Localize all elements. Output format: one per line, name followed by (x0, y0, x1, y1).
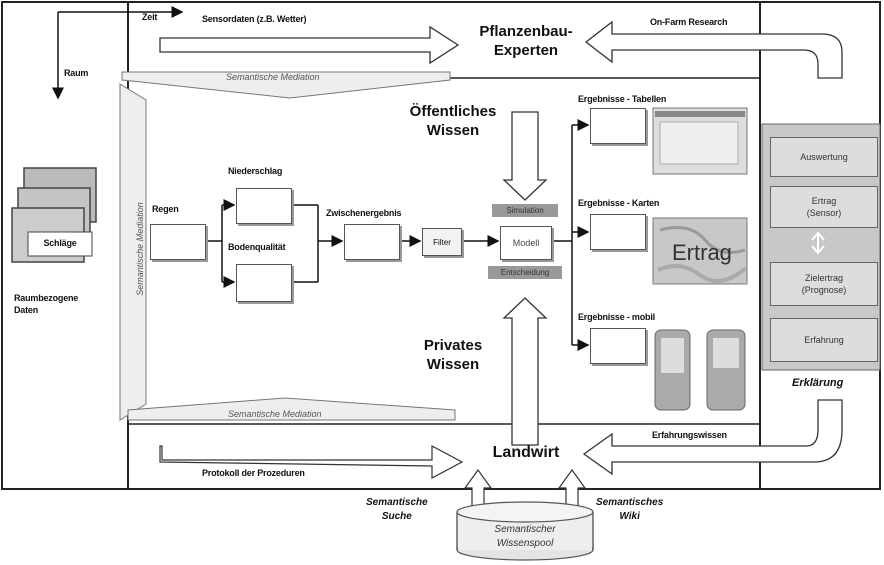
on-farm-arrow (584, 20, 843, 79)
mobil-label: Ergebnisse - mobil (578, 312, 655, 322)
niederschlag-label: Niederschlag (228, 166, 283, 176)
raum-label: Raum (64, 68, 89, 78)
mediation-top-banner (121, 71, 451, 99)
mediation-side-label: Semantische Mediation (135, 202, 145, 296)
zwischenergebnis-label: Zwischenergebnis (326, 208, 402, 218)
semantisches-wiki-label: Semantisches Wiki (596, 497, 664, 522)
simulation-badge: Simulation (492, 204, 558, 217)
mediation-top-label: Semantische Mediation (226, 72, 320, 82)
mobil-box (590, 328, 646, 364)
mediation-bottom-banner (127, 397, 456, 421)
privat-label: Privates Wissen (423, 337, 483, 373)
raumdaten-caption: Raumbezogene Daten (14, 293, 79, 315)
wissenspool-cylinder (456, 501, 594, 523)
erfahrungswissen-label: Erfahrungswissen (652, 430, 727, 440)
bodenqualitaet-box (236, 264, 292, 302)
niederschlag-box (236, 188, 292, 224)
tabellen-label: Ergebnisse - Tabellen (578, 94, 667, 104)
on-farm-label: On-Farm Research (650, 17, 728, 27)
sidebar-item-auswertung: Auswertung (770, 137, 878, 177)
ertrag-map-label: Ertrag (672, 240, 732, 265)
karten-label: Ergebnisse - Karten (578, 198, 660, 208)
protokoll-label: Protokoll der Prozeduren (202, 468, 305, 478)
erfahrung-arrow (582, 399, 843, 476)
sidebar-item-erfahrung: Erfahrung (770, 318, 878, 362)
entscheidung-badge: Entscheidung (488, 266, 562, 279)
bodenqualitaet-label: Bodenqualität (228, 242, 286, 252)
regen-box (150, 224, 206, 260)
zeit-label: Zeit (142, 12, 158, 22)
zwischenergebnis-box (344, 224, 400, 260)
sidebar-item-zielertrag: Zielertrag (Prognose) (770, 262, 878, 306)
tabellen-box (590, 108, 646, 144)
protokoll-arrow (159, 445, 464, 479)
oeffentlich-down-arrow (502, 111, 548, 201)
mediation-bottom-label: Semantische Mediation (228, 409, 322, 419)
wissenspool-label: Semantischer Wissenspool (494, 524, 556, 549)
oeffentlich-label: Öffentliches Wissen (409, 103, 497, 139)
erklaerung-label: Erklärung (792, 377, 844, 389)
sensordaten-label: Sensordaten (z.B. Wetter) (202, 14, 307, 24)
mediation-side-banner (119, 83, 147, 421)
regen-label: Regen (152, 204, 179, 214)
tile-label: Schläge (43, 238, 77, 248)
sidebar-item-ertrag-sensor: Ertrag (Sensor) (770, 186, 878, 228)
privat-up-arrow (502, 297, 548, 446)
experten-label: Pflanzenbau- Experten (479, 23, 573, 59)
modell-box: Modell (500, 226, 552, 260)
karten-box (590, 214, 646, 250)
sensordaten-arrow (159, 25, 460, 65)
filter-box: Filter (422, 228, 462, 256)
landwirt-label: Landwirt (492, 444, 560, 461)
semantische-suche-label: Semantische Suche (366, 497, 428, 522)
